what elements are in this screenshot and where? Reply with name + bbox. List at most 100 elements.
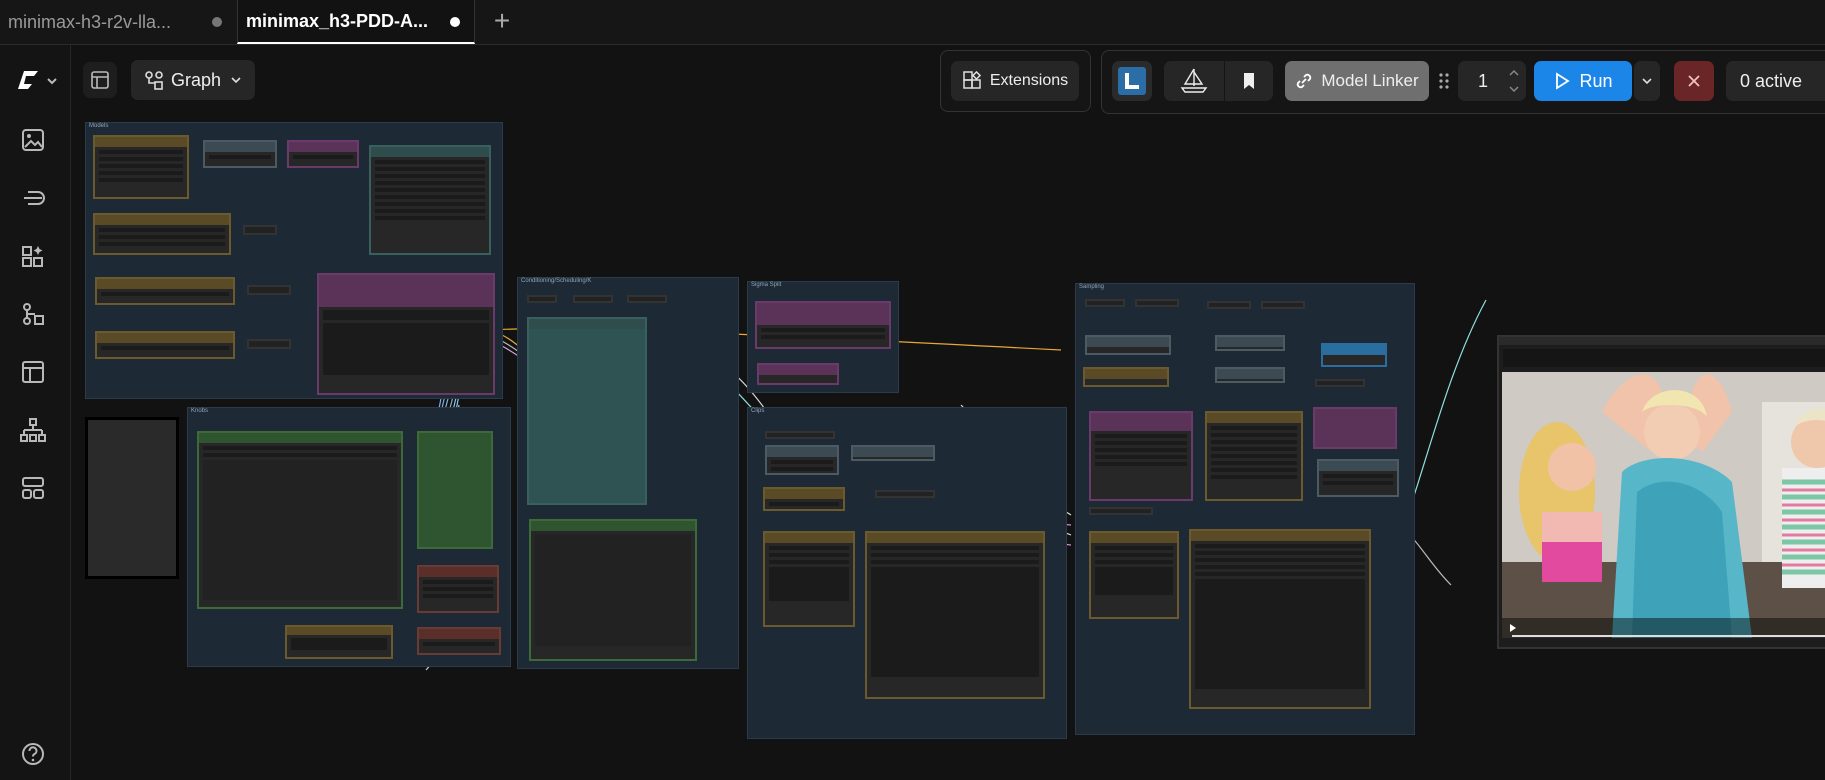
reroute-node[interactable]: [1089, 507, 1153, 515]
chevron-down-icon: [231, 77, 241, 84]
reroute-node[interactable]: [1261, 301, 1305, 309]
extensions-icon: [963, 71, 981, 89]
nodes-icon[interactable]: [18, 241, 48, 271]
float-constant-node[interactable]: [285, 625, 393, 659]
clip-loader-node[interactable]: [287, 140, 359, 168]
hierarchy-icon[interactable]: [18, 415, 48, 445]
unet-loader-node[interactable]: [93, 213, 231, 255]
video-loader-node[interactable]: [763, 531, 855, 627]
tab-bar: minimax-h3-r2v-lla... minimax_h3-PDD-A..…: [0, 0, 1825, 45]
ship-icon: [1180, 68, 1208, 93]
clip-preview-node[interactable]: [865, 531, 1045, 699]
int-constant-node[interactable]: [417, 565, 499, 613]
help-icon[interactable]: [18, 739, 48, 769]
ship-button[interactable]: [1164, 61, 1224, 101]
queue-count-value: 1: [1478, 70, 1489, 91]
noise-node[interactable]: [1215, 367, 1285, 383]
comfy-logo-icon[interactable]: [18, 65, 62, 95]
note-node[interactable]: [85, 417, 179, 579]
reroute-node[interactable]: [875, 490, 935, 498]
extensions-button[interactable]: Extensions: [951, 61, 1079, 101]
run-label: Run: [1579, 70, 1613, 91]
graph-canvas[interactable]: Graph Extensions Model Linker 1: [71, 45, 1825, 780]
sigma-value-node[interactable]: [757, 363, 839, 385]
guider-node[interactable]: [1089, 411, 1193, 501]
active-queue-button[interactable]: 0 active: [1726, 61, 1825, 101]
cfg-node[interactable]: [1215, 335, 1285, 351]
image-loader-node[interactable]: [763, 487, 845, 511]
link-icon: [1297, 73, 1312, 89]
unsaved-dot-icon: [212, 17, 222, 27]
string-constant-node[interactable]: [417, 627, 501, 655]
text-encode-node[interactable]: [529, 519, 697, 661]
workflow-tab-1[interactable]: minimax-h3-r2v-lla...: [0, 0, 236, 44]
drag-handle-icon[interactable]: [1438, 71, 1450, 91]
seed-node[interactable]: [417, 431, 493, 549]
unsaved-dot-icon: [450, 17, 460, 27]
reroute-node[interactable]: [1135, 299, 1179, 307]
reroute-node[interactable]: [1085, 299, 1125, 307]
active-count-label: 0 active: [1740, 70, 1803, 91]
prompt-encoder-node[interactable]: [317, 273, 495, 395]
steps-node[interactable]: [1083, 367, 1169, 387]
reroute-node[interactable]: [527, 295, 557, 303]
vae-loader-node[interactable]: [203, 140, 277, 168]
conditioning-combine-node[interactable]: [527, 317, 647, 505]
extensions-panel: Extensions: [940, 50, 1091, 112]
reroute-node[interactable]: [247, 339, 291, 349]
tab-label: minimax_h3-PDD-A...: [246, 10, 429, 31]
primitive-settings-node[interactable]: [197, 431, 403, 609]
latent-node[interactable]: [1313, 407, 1397, 449]
lora-logo-icon: [1118, 67, 1146, 95]
preview-scene-image: [1502, 372, 1825, 638]
clip-loader-node[interactable]: [765, 445, 839, 475]
templates-icon[interactable]: [18, 357, 48, 387]
reroute-node[interactable]: [247, 285, 291, 295]
video-preview-frame[interactable]: [1502, 372, 1825, 638]
view-mode-label: Graph: [170, 69, 222, 90]
video-preview-node[interactable]: [1497, 335, 1825, 649]
clip-vision-loader-node[interactable]: [95, 331, 235, 359]
workflow-tab-2[interactable]: minimax_h3-PDD-A...: [237, 0, 475, 44]
sigma-split-node[interactable]: [755, 301, 891, 349]
group-title: Knobs: [191, 408, 209, 414]
group-title: Sampling: [1079, 284, 1105, 290]
queue-count-stepper[interactable]: 1: [1458, 61, 1526, 101]
reroute-node[interactable]: [1207, 301, 1251, 309]
upscale-node[interactable]: [1089, 531, 1179, 619]
frame-count-node[interactable]: [851, 445, 935, 461]
video-combine-node[interactable]: [1189, 529, 1371, 709]
lora-stack-node[interactable]: [369, 145, 491, 255]
reroute-node[interactable]: [1315, 379, 1365, 387]
reroute-node[interactable]: [243, 225, 277, 235]
stepper-arrows-icon[interactable]: [1508, 66, 1520, 96]
graph-icon: [145, 71, 163, 90]
run-button[interactable]: Run: [1534, 61, 1632, 101]
group-title: Sigma Split: [751, 282, 782, 288]
node-widgets: [1503, 349, 1825, 367]
reroute-node[interactable]: [573, 295, 613, 303]
reroute-node[interactable]: [627, 295, 667, 303]
vae-decode-node[interactable]: [1317, 459, 1399, 497]
images-icon[interactable]: [18, 125, 48, 155]
lora-manager-button[interactable]: [1112, 61, 1152, 101]
view-mode-dropdown[interactable]: Graph: [131, 60, 255, 100]
extensions-label: Extensions: [989, 72, 1069, 89]
blueprint-icon[interactable]: [18, 473, 48, 503]
node-header: [1499, 337, 1825, 345]
sampler-select-node[interactable]: [1321, 343, 1387, 367]
ksampler-node[interactable]: [1205, 411, 1303, 501]
model-linker-button[interactable]: Model Linker: [1285, 61, 1429, 101]
run-options-dropdown[interactable]: [1634, 61, 1660, 101]
checkpoint-loader-node[interactable]: [93, 135, 189, 199]
models-icon[interactable]: [18, 183, 48, 213]
tab-label: minimax-h3-r2v-lla...: [8, 11, 172, 32]
toggle-panel-button[interactable]: [83, 62, 117, 98]
scheduler-node[interactable]: [1085, 335, 1171, 355]
workflows-icon[interactable]: [18, 299, 48, 329]
cancel-run-button[interactable]: [1674, 61, 1714, 101]
reroute-node[interactable]: [765, 431, 835, 439]
text-encoder-loader-node[interactable]: [95, 277, 235, 305]
bookmark-button[interactable]: [1225, 61, 1273, 101]
new-tab-button[interactable]: +: [493, 5, 511, 36]
